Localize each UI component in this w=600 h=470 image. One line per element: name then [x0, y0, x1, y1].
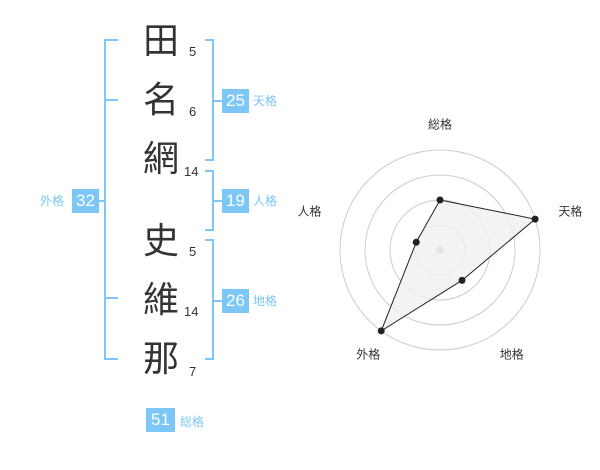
tenkaku-label: 天格: [253, 94, 278, 108]
radar-axis-label-5: 人格: [298, 204, 322, 219]
gaikaku-label: 外格: [40, 194, 65, 208]
chikaku-value: 26: [222, 289, 249, 313]
gaikaku-bracket: [104, 39, 118, 360]
radar-point-2: [531, 215, 539, 223]
radar-grid-ring-3: [364, 174, 516, 326]
jinkaku-label: 人格: [253, 194, 278, 208]
stroke-count-1: 5: [189, 44, 197, 59]
radar-axis-label-4: 外格: [356, 347, 380, 362]
stroke-count-6: 7: [189, 364, 197, 379]
name-char-3: 網: [142, 139, 179, 180]
radar-point-5: [412, 238, 420, 246]
stroke-count-3: 14: [184, 164, 199, 179]
name-char-4: 史: [142, 221, 179, 262]
chikaku-label: 地格: [253, 294, 278, 308]
stroke-count-4: 5: [189, 244, 197, 259]
name-char-1: 田: [142, 21, 179, 62]
soukaku-label: 総格: [180, 415, 205, 429]
stroke-count-2: 6: [189, 104, 197, 119]
name-char-6: 那: [142, 339, 179, 380]
name-char-2: 名: [142, 80, 179, 121]
radar-axis-label-1: 総格: [428, 116, 452, 131]
radar-point-4: [377, 327, 385, 335]
soukaku-value: 51: [146, 408, 175, 432]
name-char-5: 維: [142, 280, 179, 321]
jinkaku-value: 19: [222, 189, 249, 213]
radar-polygon: [380, 199, 537, 333]
stroke-count-5: 14: [184, 304, 199, 319]
gaikaku-value: 32: [72, 189, 99, 213]
chikaku-bracket: [205, 239, 214, 360]
radar-grid-ring-4: [339, 149, 541, 351]
radar-point-1: [436, 196, 444, 204]
radar-axis-label-3: 地格: [500, 347, 524, 362]
tenkaku-value: 25: [222, 89, 249, 113]
radar-axis-label-2: 天格: [558, 204, 582, 219]
radar-point-3: [458, 276, 466, 284]
